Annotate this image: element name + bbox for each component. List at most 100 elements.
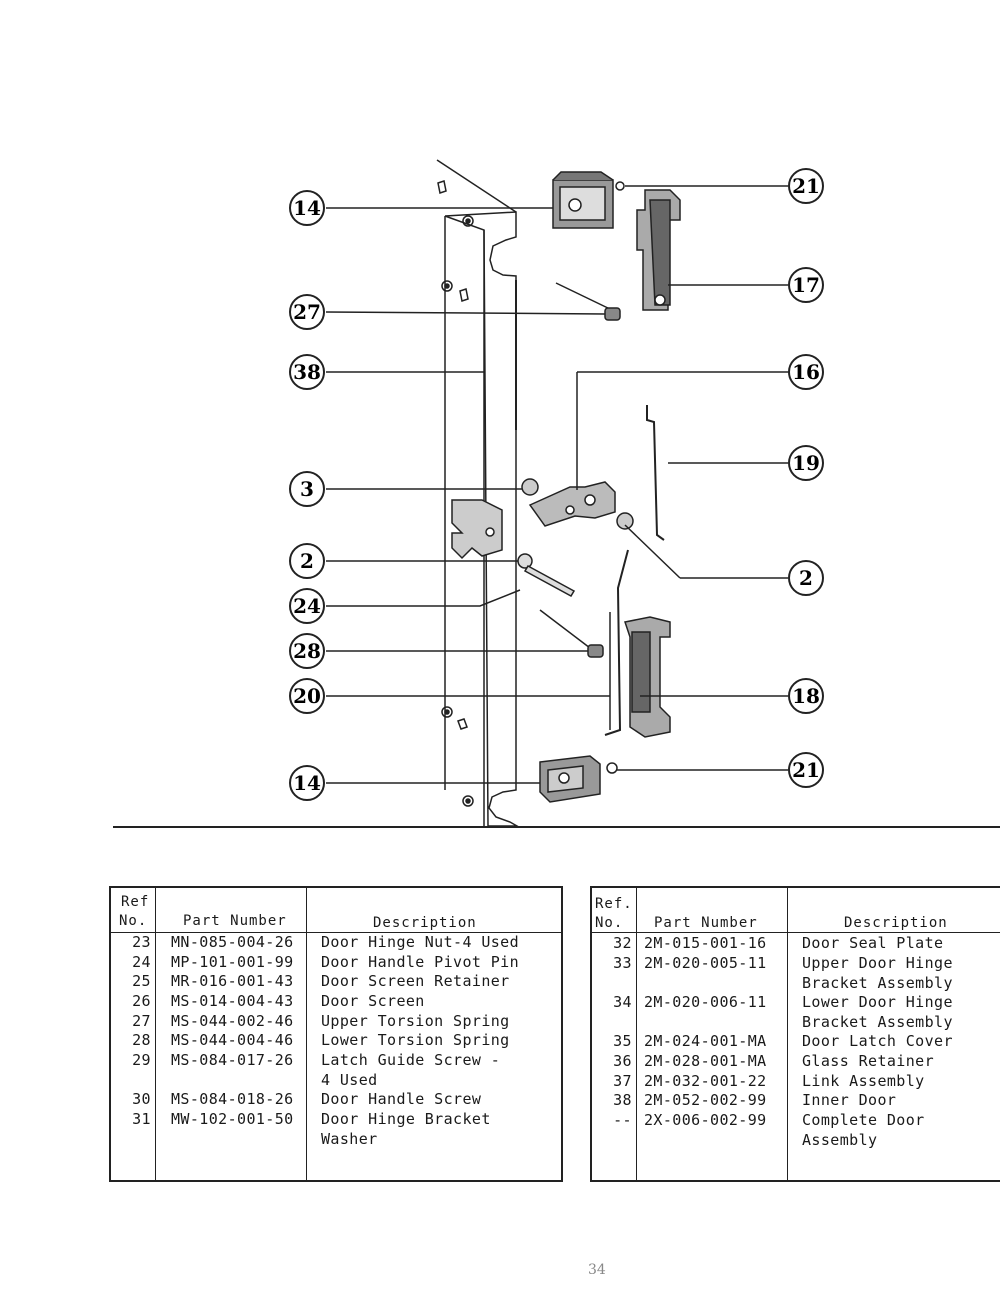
row-description: Door Seal Plate — [802, 934, 944, 952]
row-ref: 26 — [132, 992, 151, 1010]
door-handle-pivot-pin — [517, 553, 576, 598]
callout-27: 27 — [289, 294, 325, 330]
row-ref: 24 — [132, 953, 151, 971]
row-ref: 30 — [132, 1090, 151, 1108]
callout-label: 21 — [792, 758, 820, 782]
row-description: Washer — [321, 1129, 378, 1148]
callout-28: 28 — [289, 633, 325, 669]
callout-21: 21 — [788, 168, 824, 204]
callout-circle — [788, 752, 824, 788]
callout-label: 38 — [293, 360, 321, 384]
row-description: Door Latch Cover — [802, 1032, 953, 1050]
row-description: 4 Used — [321, 1070, 378, 1089]
row-description: Upper Door Hinge — [802, 954, 953, 972]
callout-19: 19 — [788, 445, 824, 481]
callout-label: 28 — [293, 639, 321, 663]
row-description: Latch Guide Screw - — [321, 1051, 501, 1069]
callout-20: 20 — [289, 678, 325, 714]
row-description: Bracket Assembly — [802, 973, 953, 992]
callout-label: 20 — [293, 684, 321, 708]
lower-latch — [624, 616, 671, 738]
door-frame — [436, 159, 520, 827]
callout-2: 2 — [289, 543, 325, 579]
row-ref: 37 — [613, 1072, 632, 1090]
latch-guide-bracket — [451, 499, 503, 560]
callout-label: 3 — [300, 477, 314, 501]
row-ref: 29 — [132, 1051, 151, 1069]
lower-torsion-spring — [587, 644, 604, 658]
exploded-parts-diagram: 14 27 38 3 2 24 28 20 14 21 17 16 19 2 18 21 — [289, 159, 824, 827]
row-part-number: MS-014-004-43 — [171, 992, 294, 1010]
row-part-number: MP-101-001-99 — [171, 953, 294, 971]
row-part-number: 2M-020-005-11 — [644, 954, 767, 972]
callout-circle — [289, 471, 325, 507]
row-ref: 33 — [613, 954, 632, 972]
page-number: 34 — [588, 1262, 606, 1278]
callout-label: 14 — [293, 196, 321, 220]
upper-latch — [636, 189, 681, 311]
header-description: Description — [373, 915, 477, 931]
column-divider — [636, 888, 637, 1180]
row-description: Lower Door Hinge — [802, 993, 953, 1011]
row-part-number: MS-044-004-46 — [171, 1031, 294, 1049]
header-ref: Ref — [121, 894, 150, 910]
callout-label: 2 — [300, 549, 314, 573]
callout-circle — [788, 168, 824, 204]
header-ref: Ref. — [595, 896, 633, 912]
row-ref: 28 — [132, 1031, 151, 1049]
door-handle-link — [528, 481, 616, 527]
callout-circle — [788, 560, 824, 596]
row-ref: 25 — [132, 972, 151, 990]
callout-label: 24 — [293, 594, 321, 618]
callout-38: 38 — [289, 354, 325, 390]
callout-21: 21 — [788, 752, 824, 788]
row-description: Door Hinge Bracket — [321, 1110, 491, 1128]
callout-circle — [289, 588, 325, 624]
row-description: Door Screen Retainer — [321, 972, 510, 990]
row-description: Bracket Assembly — [802, 1012, 953, 1031]
column-divider — [787, 888, 788, 1180]
callout-label: 27 — [293, 300, 321, 324]
row-description: Inner Door — [802, 1091, 897, 1109]
row-part-number: 2M-024-001-MA — [644, 1032, 767, 1050]
header-no: No. — [595, 915, 624, 931]
column-divider — [155, 888, 156, 1180]
row-description: Door Screen — [321, 992, 425, 1010]
lower-hinge-bracket — [539, 755, 601, 803]
row-ref: 27 — [132, 1012, 151, 1030]
row-ref: -- — [613, 1111, 632, 1129]
column-divider — [306, 888, 307, 1180]
row-description: Assembly — [802, 1130, 878, 1149]
row-part-number: MS-084-017-26 — [171, 1051, 294, 1069]
row-part-number: MS-084-018-26 — [171, 1090, 294, 1108]
row-ref: 32 — [613, 934, 632, 952]
row-part-number: MN-085-004-26 — [171, 933, 294, 951]
row-ref: 34 — [613, 993, 632, 1011]
row-part-number: MW-102-001-50 — [171, 1110, 294, 1128]
callout-2: 2 — [788, 560, 824, 596]
header-no: No. — [119, 913, 148, 929]
row-description: Door Handle Pivot Pin — [321, 953, 520, 971]
callout-circle — [289, 765, 325, 801]
row-description: Lower Torsion Spring — [321, 1031, 510, 1049]
callout-17: 17 — [788, 267, 824, 303]
callout-label: 16 — [792, 360, 820, 384]
callout-label: 18 — [792, 684, 820, 708]
callout-circle — [289, 354, 325, 390]
row-part-number: MS-044-002-46 — [171, 1012, 294, 1030]
header-part-number: Part Number — [654, 915, 758, 931]
callout-circle — [788, 678, 824, 714]
callout-label: 21 — [792, 174, 820, 198]
pivot-bushing — [521, 478, 634, 530]
callout-14: 14 — [289, 765, 325, 801]
callout-24: 24 — [289, 588, 325, 624]
row-description: Glass Retainer — [802, 1052, 935, 1070]
row-part-number: 2M-028-001-MA — [644, 1052, 767, 1070]
callout-circle — [788, 267, 824, 303]
header-divider — [592, 932, 1000, 933]
row-part-number: 2M-032-001-22 — [644, 1072, 767, 1090]
row-description: Door Handle Screw — [321, 1090, 482, 1108]
callout-label: 2 — [799, 566, 813, 590]
row-description: Complete Door — [802, 1111, 925, 1129]
